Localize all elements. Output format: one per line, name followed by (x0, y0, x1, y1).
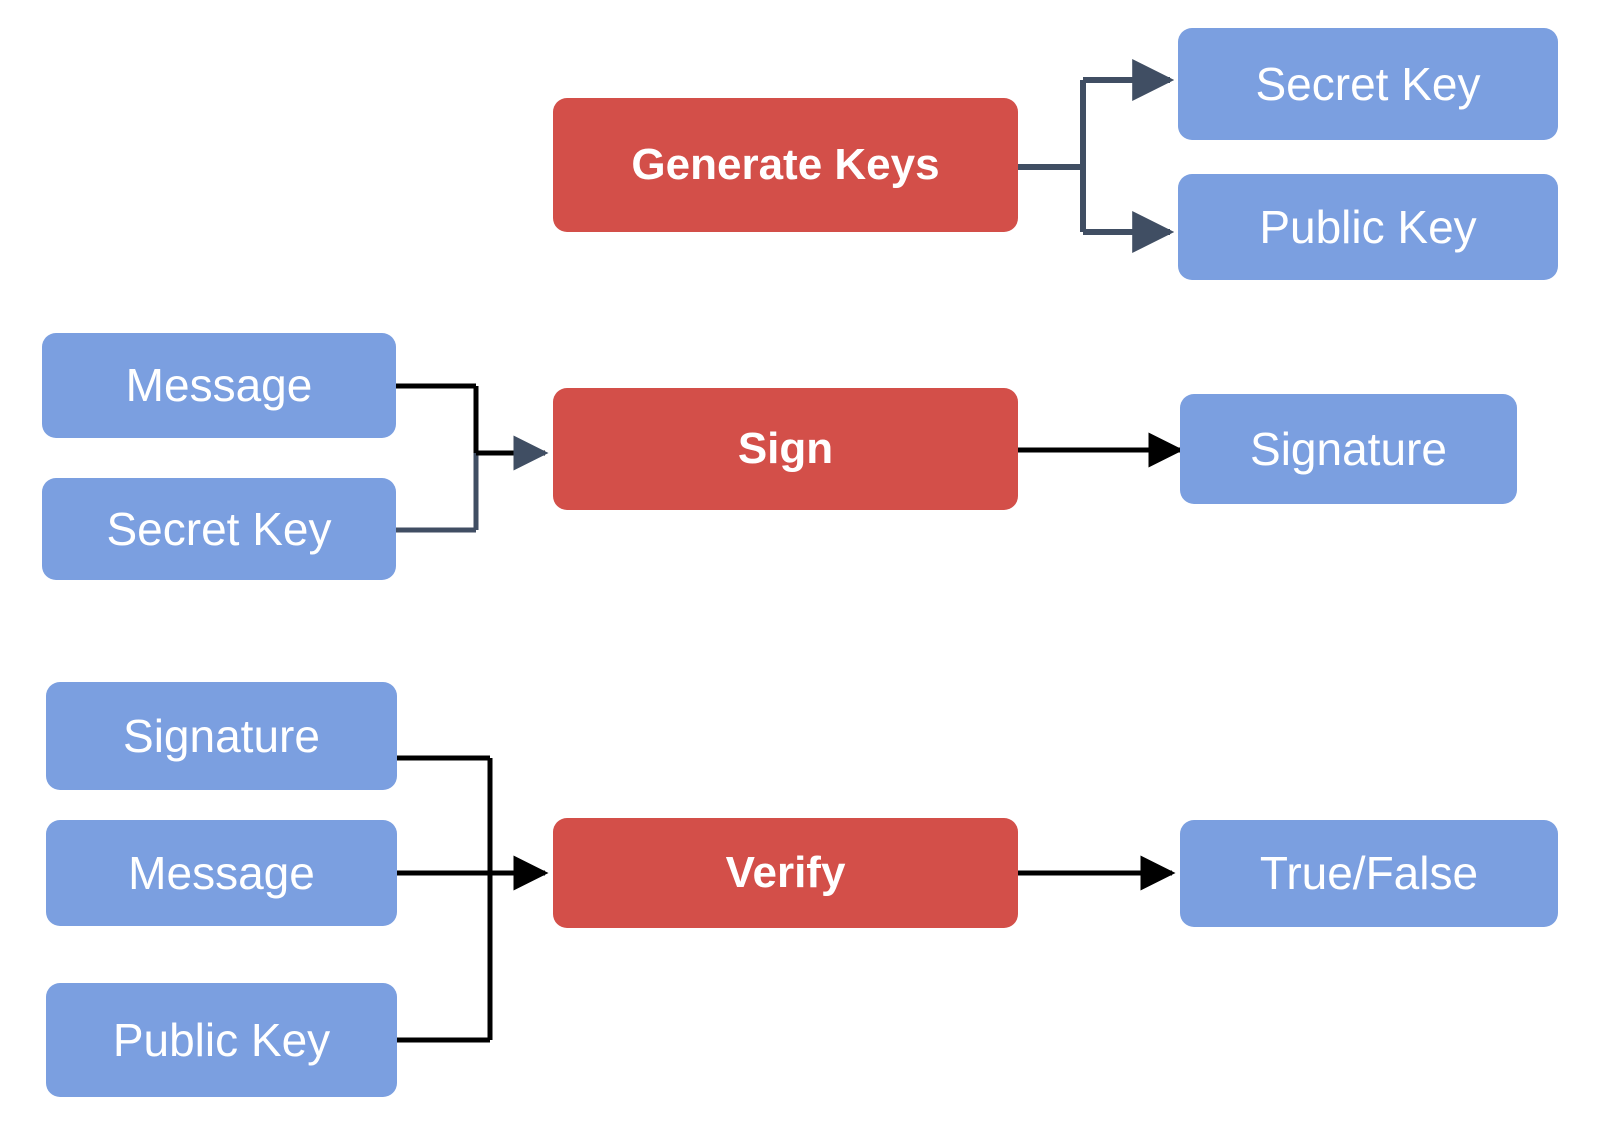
edge-sign-inputs-to-sign (396, 383, 549, 533)
node-verify-input-message[interactable]: Message (46, 820, 397, 926)
node-sign[interactable]: Sign (553, 388, 1018, 510)
node-verify-input-message-label: Message (128, 846, 315, 899)
node-verify-input-public-key[interactable]: Public Key (46, 983, 397, 1097)
node-true-false-output[interactable]: True/False (1180, 820, 1558, 927)
node-secret-key-output[interactable]: Secret Key (1178, 28, 1558, 140)
node-sign-input-secret-key-label: Secret Key (106, 502, 332, 555)
edge-verify-inputs-to-verify (397, 755, 549, 1043)
node-verify-label: Verify (725, 847, 846, 897)
node-public-key-output-label: Public Key (1259, 200, 1477, 253)
node-public-key-output[interactable]: Public Key (1178, 174, 1558, 280)
node-verify-input-public-key-label: Public Key (112, 1013, 331, 1066)
node-sign-input-secret-key[interactable]: Secret Key (42, 478, 396, 580)
node-verify-input-signature[interactable]: Signature (46, 682, 397, 790)
node-verify-input-signature-label: Signature (123, 709, 320, 762)
node-signature-output[interactable]: Signature (1180, 394, 1517, 504)
edge-generate-keys-to-keys (1018, 59, 1175, 253)
node-generate-keys[interactable]: Generate Keys (553, 98, 1018, 232)
node-sign-label: Sign (737, 423, 834, 473)
node-generate-keys-label: Generate Keys (631, 139, 940, 189)
node-true-false-output-label: True/False (1259, 847, 1479, 900)
node-signature-output-label: Signature (1250, 422, 1447, 475)
node-sign-input-message[interactable]: Message (42, 333, 396, 438)
node-sign-input-message-label: Message (125, 359, 313, 412)
node-verify[interactable]: Verify (553, 818, 1018, 928)
node-secret-key-output-label: Secret Key (1255, 57, 1481, 110)
